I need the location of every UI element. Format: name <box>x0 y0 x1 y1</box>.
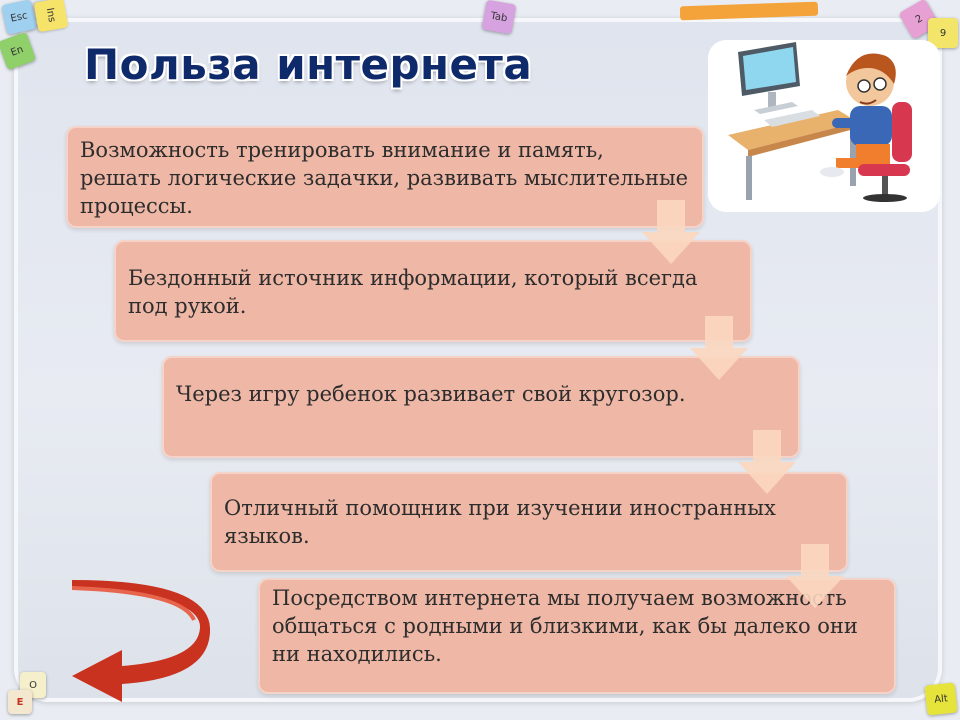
benefit-text-3: Через игру ребенок развивает свой кругоз… <box>176 382 686 406</box>
down-arrow-icon <box>690 316 748 380</box>
e-key-icon: E <box>8 690 32 714</box>
down-arrow-icon <box>738 430 796 494</box>
benefit-box-5: Посредством интернета мы получаем возмож… <box>258 578 896 694</box>
benefit-text-5: Посредством интернета мы получаем возмож… <box>272 586 858 666</box>
benefit-box-3: Через игру ребенок развивает свой кругоз… <box>162 356 800 458</box>
loop-back-arrow-icon <box>71 580 211 702</box>
benefit-text-1: Возможность тренировать внимание и памят… <box>80 138 689 218</box>
benefit-text-4: Отличный помощник при изучении иностранн… <box>224 496 776 548</box>
esc-key-icon: Esc <box>1 0 37 35</box>
tab-key-icon: Tab <box>481 0 517 35</box>
page-title: Польза интернета <box>84 40 533 89</box>
benefit-box-4: Отличный помощник при изучении иностранн… <box>210 472 848 572</box>
benefit-box-2: Бездонный источник информации, который в… <box>114 240 752 342</box>
alt-key-icon: Alt <box>924 682 958 716</box>
ins-key-icon: Ins <box>33 0 69 33</box>
down-arrow-icon <box>642 200 700 264</box>
benefit-text-2: Бездонный источник информации, который в… <box>128 266 698 318</box>
computer-boy-illustration <box>708 40 940 212</box>
down-arrow-icon <box>786 544 844 608</box>
benefit-box-1: Возможность тренировать внимание и памят… <box>66 126 704 228</box>
